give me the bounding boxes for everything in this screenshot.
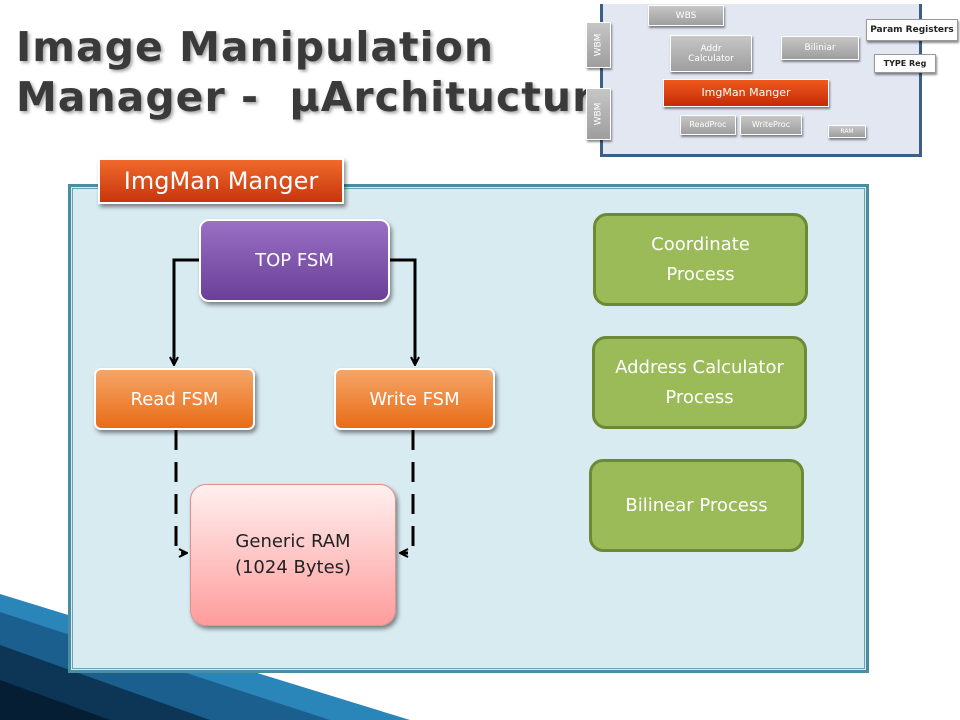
generic-ram-size: (1024 Bytes) xyxy=(234,557,352,578)
thumb-biliniar-block: Biliniar xyxy=(781,36,859,60)
imgman-panel-inner-border xyxy=(72,188,865,669)
thumb-wbm-top-block: WBM xyxy=(586,22,611,68)
slide-title: Image Manipulation Manager - µArchituctu… xyxy=(16,22,623,122)
generic-ram-label: Generic RAM xyxy=(235,531,351,552)
coordinate-process-block: Coordinate Process xyxy=(593,213,808,306)
thumb-wbs-block: WBS xyxy=(648,5,724,26)
thumb-writeproc-block: WriteProc xyxy=(740,115,802,135)
arrow-top-fsm-read-fsm xyxy=(174,260,199,364)
coordinate-process-label-1: Coordinate xyxy=(651,233,750,255)
address-calculator-label-1: Address Calculator xyxy=(615,356,784,378)
dashed-arrow-read-fsm-ram xyxy=(174,430,186,553)
thumb-param-registers-block: Param Registers xyxy=(866,19,958,41)
thumb-readproc-block: ReadProc xyxy=(680,115,736,135)
write-fsm-block: Write FSM xyxy=(334,368,495,430)
coordinate-process-label-2: Process xyxy=(666,263,735,285)
imgman-panel-tab: ImgMan Manger xyxy=(98,158,344,204)
thumb-type-reg-block: TYPE Reg xyxy=(874,54,936,73)
thumb-wbm-bottom-block: WBM xyxy=(586,88,611,140)
thumb-ram-block: RAM xyxy=(828,125,866,138)
bilinear-process-block: Bilinear Process xyxy=(589,459,804,552)
dashed-arrow-write-fsm-ram xyxy=(401,430,415,553)
top-fsm-block: TOP FSM xyxy=(199,219,390,302)
bilinear-process-label: Bilinear Process xyxy=(625,494,768,516)
address-calculator-process-block: Address Calculator Process xyxy=(592,336,807,429)
thumb-addr-calculator-block: Addr Calculator xyxy=(670,35,752,72)
generic-ram-block: Generic RAM (1024 Bytes) xyxy=(190,484,396,626)
read-fsm-block: Read FSM xyxy=(94,368,255,430)
slide-title-line-2: Manager - µArchitucture xyxy=(16,73,623,121)
thumb-imgman-manger-block: ImgMan Manger xyxy=(663,79,829,107)
slide-title-line-1: Image Manipulation xyxy=(16,23,495,71)
address-calculator-label-2: Process xyxy=(665,386,734,408)
arrow-top-fsm-write-fsm xyxy=(390,260,415,364)
